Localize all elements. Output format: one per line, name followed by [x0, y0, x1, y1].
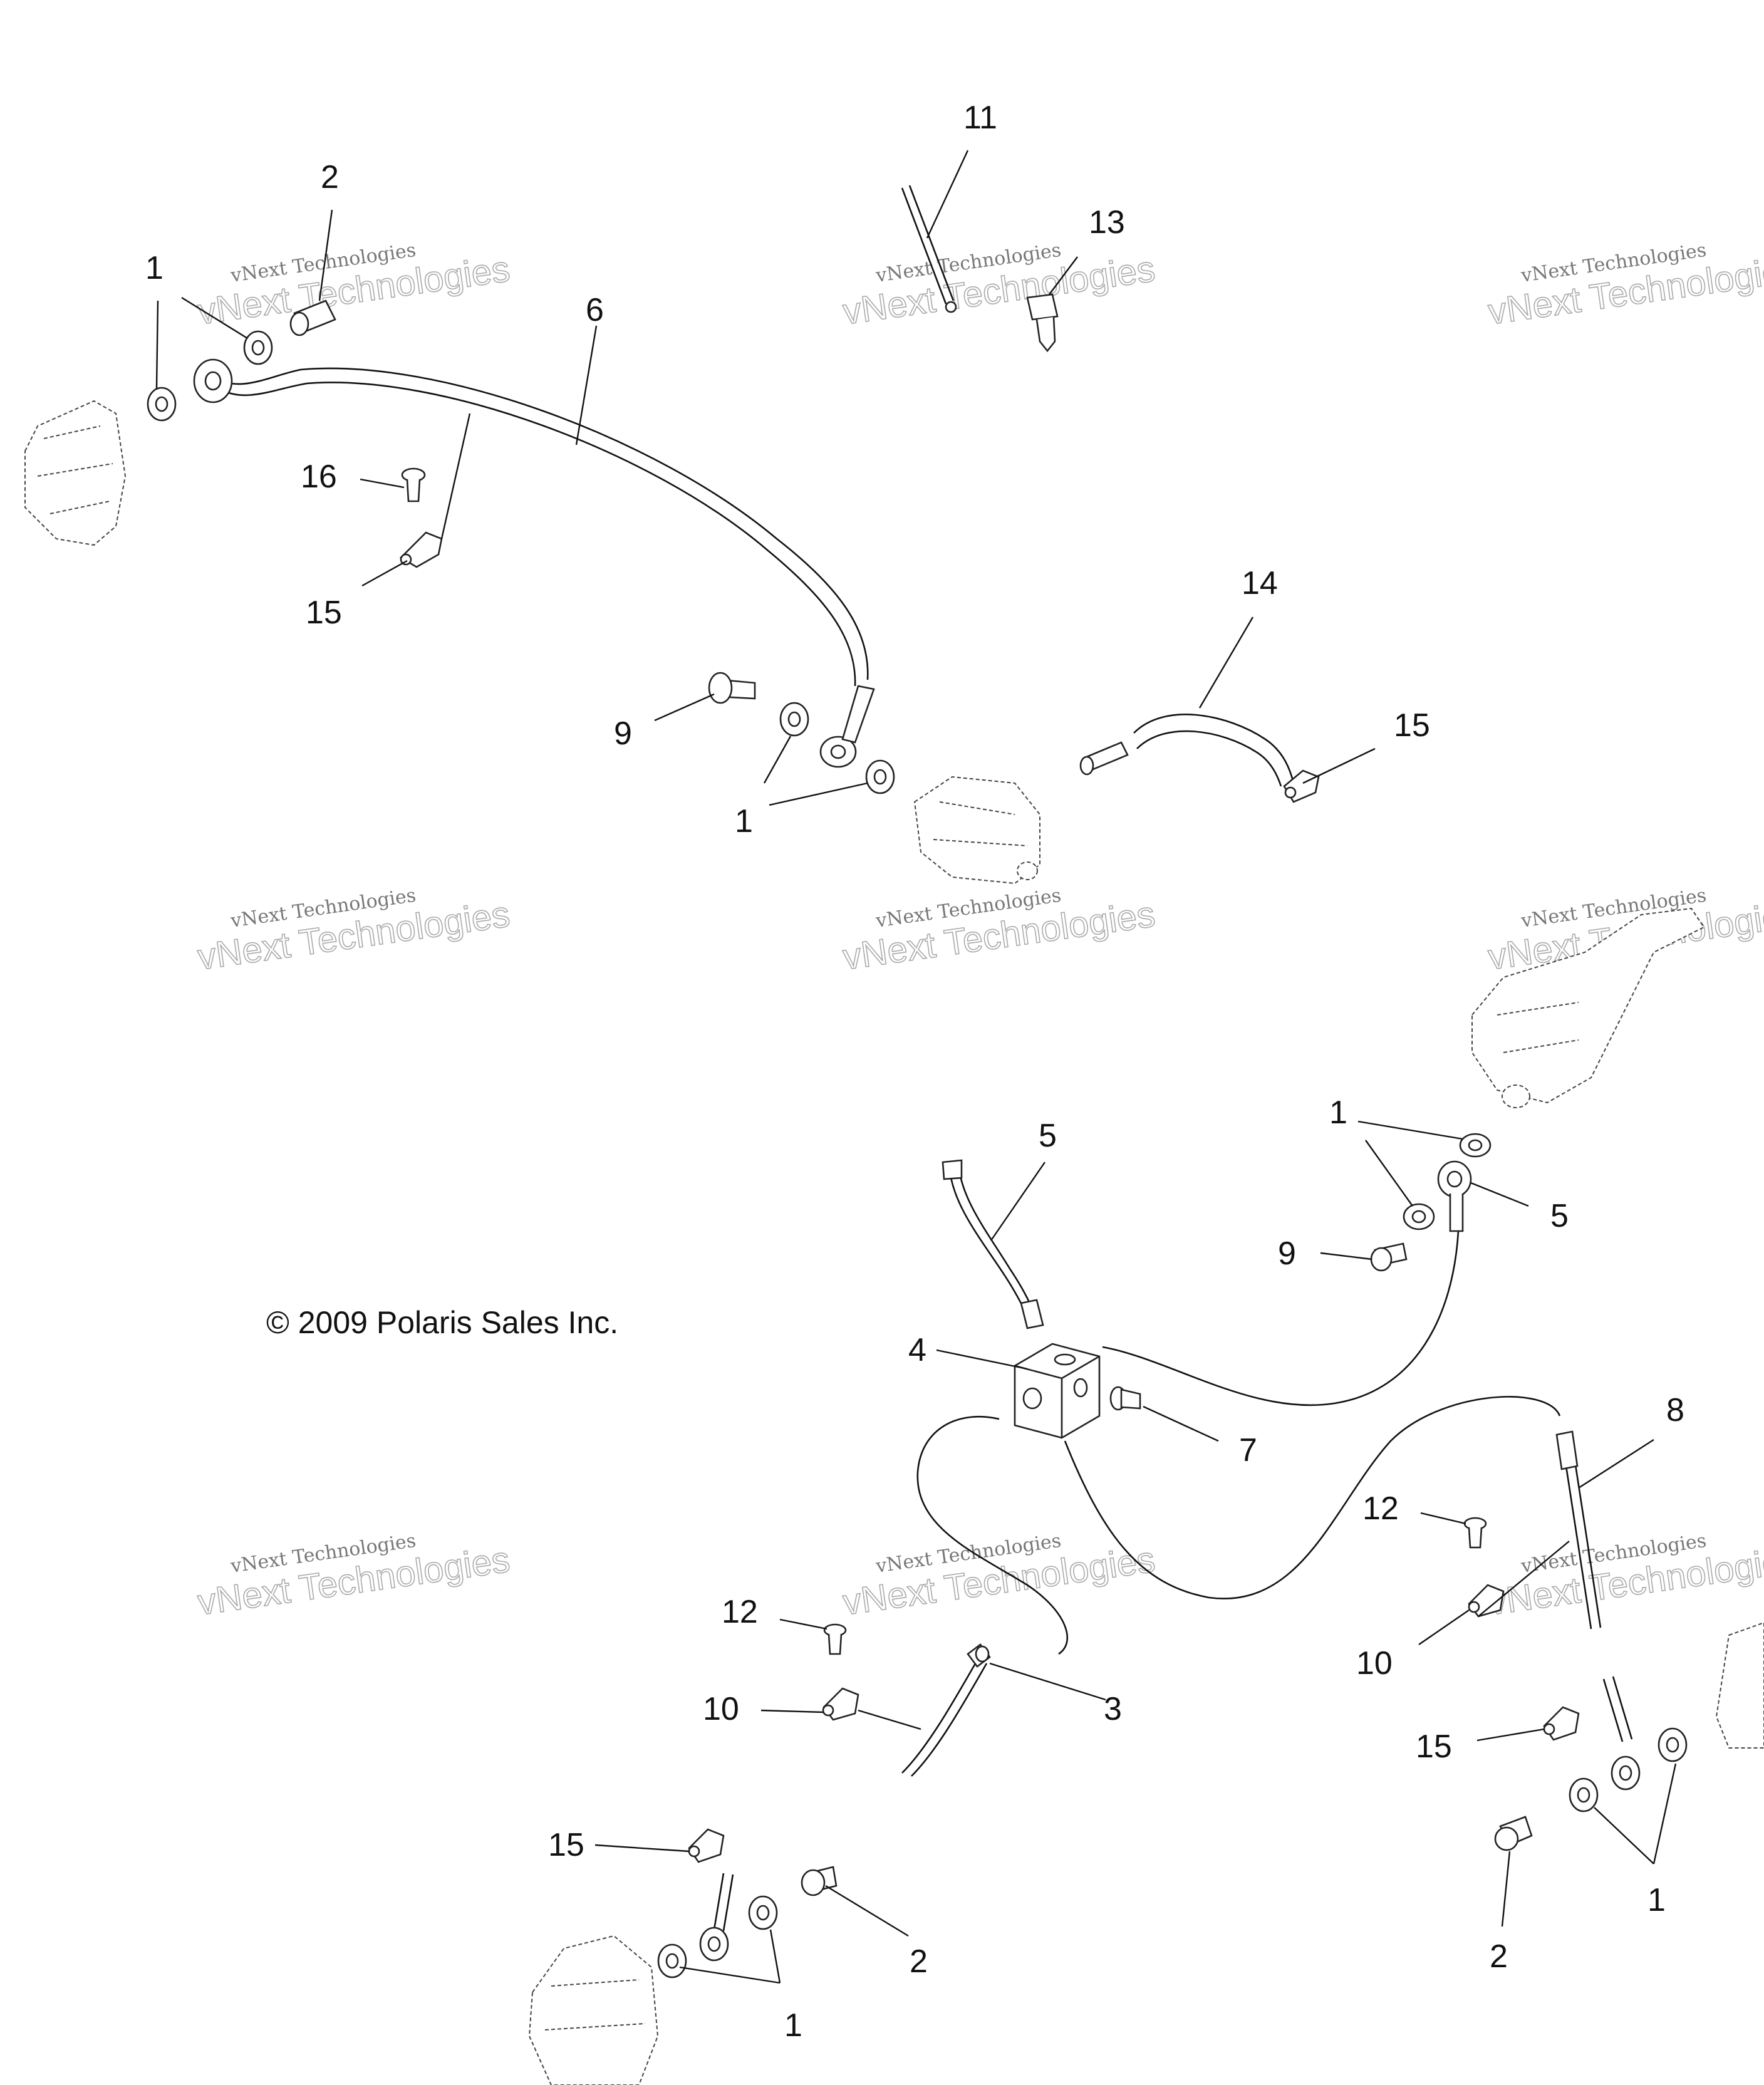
fitting-3: [967, 1643, 991, 1668]
master-cylinder-center: [913, 776, 1040, 885]
screw-16: [401, 467, 426, 502]
clip-15b: [1283, 769, 1320, 803]
callout-7: 7: [1239, 1432, 1257, 1469]
master-cylinder-pedal: [1471, 907, 1705, 1108]
watermark: vNext Technologies vNext Technologies: [840, 239, 1158, 333]
callout-9: 9: [1278, 1235, 1296, 1272]
brake-hose-bottom-left: [713, 1873, 734, 1932]
callout-6: 6: [586, 292, 604, 328]
callout-14: 14: [1242, 565, 1278, 601]
banjo-bolt-2b: [1494, 1816, 1533, 1851]
fitting-5a: [942, 1159, 1044, 1329]
callout-15: 15: [548, 1827, 584, 1863]
watermark: vNext Technologies vNext Technologies: [1485, 239, 1764, 333]
screw-12b: [823, 1623, 847, 1655]
watermark: vNext Technologies vNext Technologies: [195, 1530, 513, 1624]
rod-end-11: [945, 301, 957, 313]
callout-12: 12: [722, 1594, 758, 1630]
parts: [24, 293, 1764, 2085]
callout-2: 2: [1490, 1938, 1508, 1975]
brake-hose-8: [1565, 1464, 1602, 1630]
brake-line-14-outer: [1136, 730, 1282, 787]
callouts: 1 2 6 11 13 16 15 9 1 14 15 5 1 5 9 4 7 …: [145, 100, 1684, 2044]
callout-5: 5: [1550, 1198, 1569, 1234]
watermark: vNext Technologies vNext Technologies: [195, 885, 513, 979]
brake-line-lower-left: [916, 1416, 1069, 1655]
callout-10: 10: [703, 1691, 739, 1727]
watermark: vNext Technologies vNext Technologies: [840, 1530, 1158, 1624]
leader-lines: [155, 150, 1677, 1984]
brake-line-6: [212, 367, 869, 680]
caliper-left-upper: [24, 400, 127, 546]
clip-10b: [822, 1687, 859, 1721]
banjo-bolt-9b: [1370, 1242, 1408, 1272]
callout-9: 9: [614, 715, 632, 752]
callout-11: 11: [963, 100, 997, 136]
watermarks: vNext Technologies vNext Technologies vN…: [195, 239, 1764, 1624]
clip-10a: [1468, 1584, 1505, 1618]
copyright-text: © 2009 Polaris Sales Inc.: [266, 1305, 618, 1340]
callout-1: 1: [735, 803, 753, 840]
screw-12a: [1463, 1517, 1487, 1549]
brake-hose-5a-outer: [957, 1163, 1036, 1315]
callout-15: 15: [1416, 1729, 1452, 1765]
callout-8: 8: [1666, 1392, 1684, 1428]
callout-15: 15: [1394, 707, 1430, 744]
watermark: vNext Technologies vNext Technologies: [840, 885, 1158, 979]
fitting-8: [1555, 1430, 1579, 1470]
banjo-bolt-2a: [289, 299, 336, 336]
brake-switch-13: [1026, 293, 1059, 353]
clip-15c: [688, 1828, 725, 1863]
banjo-bolt-9a: [708, 672, 756, 704]
callout-2: 2: [321, 159, 339, 195]
callout-13: 13: [1089, 204, 1125, 241]
brake-line-lower-right: [1064, 1396, 1561, 1599]
callout-2: 2: [910, 1943, 928, 1980]
watermark: vNext Technologies vNext Technologies: [195, 239, 513, 333]
brake-hose-right-lower: [1602, 1676, 1633, 1742]
callout-3: 3: [1104, 1691, 1122, 1727]
callout-12: 12: [1362, 1490, 1399, 1527]
brake-hose-5b: [1102, 1230, 1460, 1406]
switch-rod-11: [901, 185, 955, 304]
callout-1: 1: [784, 2007, 802, 2044]
distribution-block-4: [1014, 1343, 1101, 1439]
clip-15a: [399, 531, 443, 568]
brake-hose-3: [901, 1660, 988, 1777]
callout-4: 4: [908, 1332, 926, 1368]
fitting-14: [1079, 741, 1129, 776]
caliper-left-lower: [528, 1935, 659, 2085]
callout-10: 10: [1356, 1645, 1393, 1682]
banjo-bolt-2c: [801, 1866, 838, 1896]
brake-hoses: [212, 185, 1633, 1932]
brake-hose-5a: [948, 1165, 1029, 1316]
watermark: vNext Technologies vNext Technologies: [1485, 1530, 1764, 1624]
brake-line-14: [1133, 714, 1295, 784]
callout-5: 5: [1039, 1118, 1057, 1154]
callout-16: 16: [301, 459, 337, 495]
caliper-right-lower: [1715, 1621, 1764, 1749]
brake-line-6-outer: [219, 382, 856, 687]
callout-15: 15: [306, 595, 342, 631]
clip-15d: [1543, 1706, 1580, 1741]
fitting-7: [1109, 1386, 1141, 1411]
callout-1: 1: [1329, 1094, 1347, 1131]
callout-1: 1: [1647, 1882, 1666, 1918]
callout-1: 1: [145, 250, 163, 286]
